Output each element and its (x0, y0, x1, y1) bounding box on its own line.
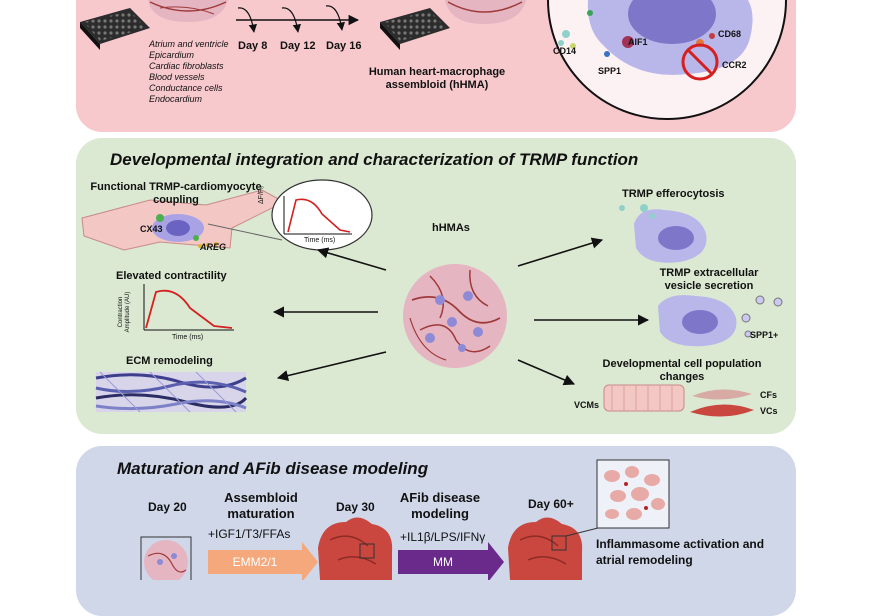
cfs-label: CFs (760, 390, 778, 400)
spp1-label: SPP1+ (750, 330, 779, 340)
maturation-title: Assembloid maturation (224, 490, 298, 521)
cell-type: Epicardium (149, 50, 195, 60)
marker-ccr2: CCR2 (722, 60, 747, 70)
coupling-title: Functional TRMP-cardiomyocyte coupling (90, 181, 262, 206)
cx43-label: CX43 (140, 224, 163, 234)
emm-label: EMM2/1 (232, 555, 278, 569)
maturation-factors: +IGF1/T3/FFAs (208, 527, 291, 541)
cell-type: Conductance cells (149, 83, 223, 93)
afib-title: AFib disease modeling (399, 490, 481, 521)
macrophage-icon (547, 0, 787, 120)
organoid-icon (148, 0, 228, 22)
middle-arrows (272, 237, 650, 386)
ecm-title: ECM remodeling (126, 355, 213, 367)
marker-cd14: CD14 (553, 46, 577, 56)
middle-section-title: Developmental integration and characteri… (110, 150, 639, 169)
macrophage-icon (619, 204, 707, 263)
population-title: Developmental cell population changes (602, 358, 762, 383)
cell-type: Atrium and ventricle (149, 39, 229, 49)
cell-population-icon (603, 384, 754, 417)
contractility-x-label: Time (ms) (172, 334, 204, 341)
cell-type-list: Atrium and ventricle Epicardium Cardiac … (149, 39, 229, 105)
day-60-label: Day 60+ (528, 497, 574, 511)
well-plate-icon (80, 8, 150, 50)
organoid-icon (445, 0, 526, 24)
inflamed-tissue-inset (596, 459, 670, 529)
heart-icon (318, 517, 393, 580)
timeline-day-8: Day 8 (238, 40, 268, 52)
bottom-section-title: Maturation and AFib disease modeling (117, 459, 429, 478)
areg-label: AREG (200, 242, 227, 252)
diagram-graphics (80, 0, 787, 580)
timeline (236, 5, 360, 33)
afib-factors: +IL1β/LPS/IFNγ (400, 530, 486, 544)
day-20-label: Day 20 (148, 500, 187, 514)
marker-spp1: SPP1 (598, 66, 622, 76)
mm-label: MM (433, 555, 453, 569)
cardiomyocyte-icon (81, 189, 286, 251)
cell-type: Blood vessels (149, 72, 205, 82)
organoid-icon (140, 536, 192, 580)
heart-icon (508, 517, 599, 580)
center-label: hHMAs (432, 222, 470, 234)
contractility-y-label: Contraction Amplitude (AU) (118, 291, 131, 333)
mm-arrow (398, 542, 504, 580)
inset-x-label: Time (ms) (304, 237, 336, 244)
contractility-title: Elevated contractility (116, 270, 227, 282)
vesicle-title: TRMP extracellular vesicle secretion (659, 267, 759, 292)
emm-arrow (208, 542, 318, 580)
marker-aif1: AIF1 (628, 37, 648, 47)
day-30-label: Day 30 (336, 500, 375, 514)
efferocytosis-title: TRMP efferocytosis (622, 188, 725, 200)
vcs-label: VCs (760, 406, 778, 416)
marker-cd68: CD68 (718, 29, 742, 39)
assembloid-label: Human heart-macrophage assembloid (hHMA) (368, 66, 506, 91)
cell-type: Cardiac fibroblasts (149, 61, 224, 71)
no-symbol-icon (681, 43, 719, 81)
curve-plot-icon (143, 284, 234, 331)
macrophage-icon (658, 295, 783, 347)
timeline-day-12: Day 12 (280, 40, 316, 52)
organoid-icon (403, 264, 507, 368)
inset-y-label: ΔF/F₀ (258, 185, 265, 204)
ecm-fibers-icon (95, 371, 248, 413)
cell-type: Endocardium (149, 94, 203, 104)
vcms-label: VCMs (574, 400, 600, 410)
timeline-day-16: Day 16 (326, 40, 362, 52)
well-plate-icon (380, 8, 450, 50)
outcome-label: Inflammasome activation and atrial remod… (596, 537, 765, 567)
